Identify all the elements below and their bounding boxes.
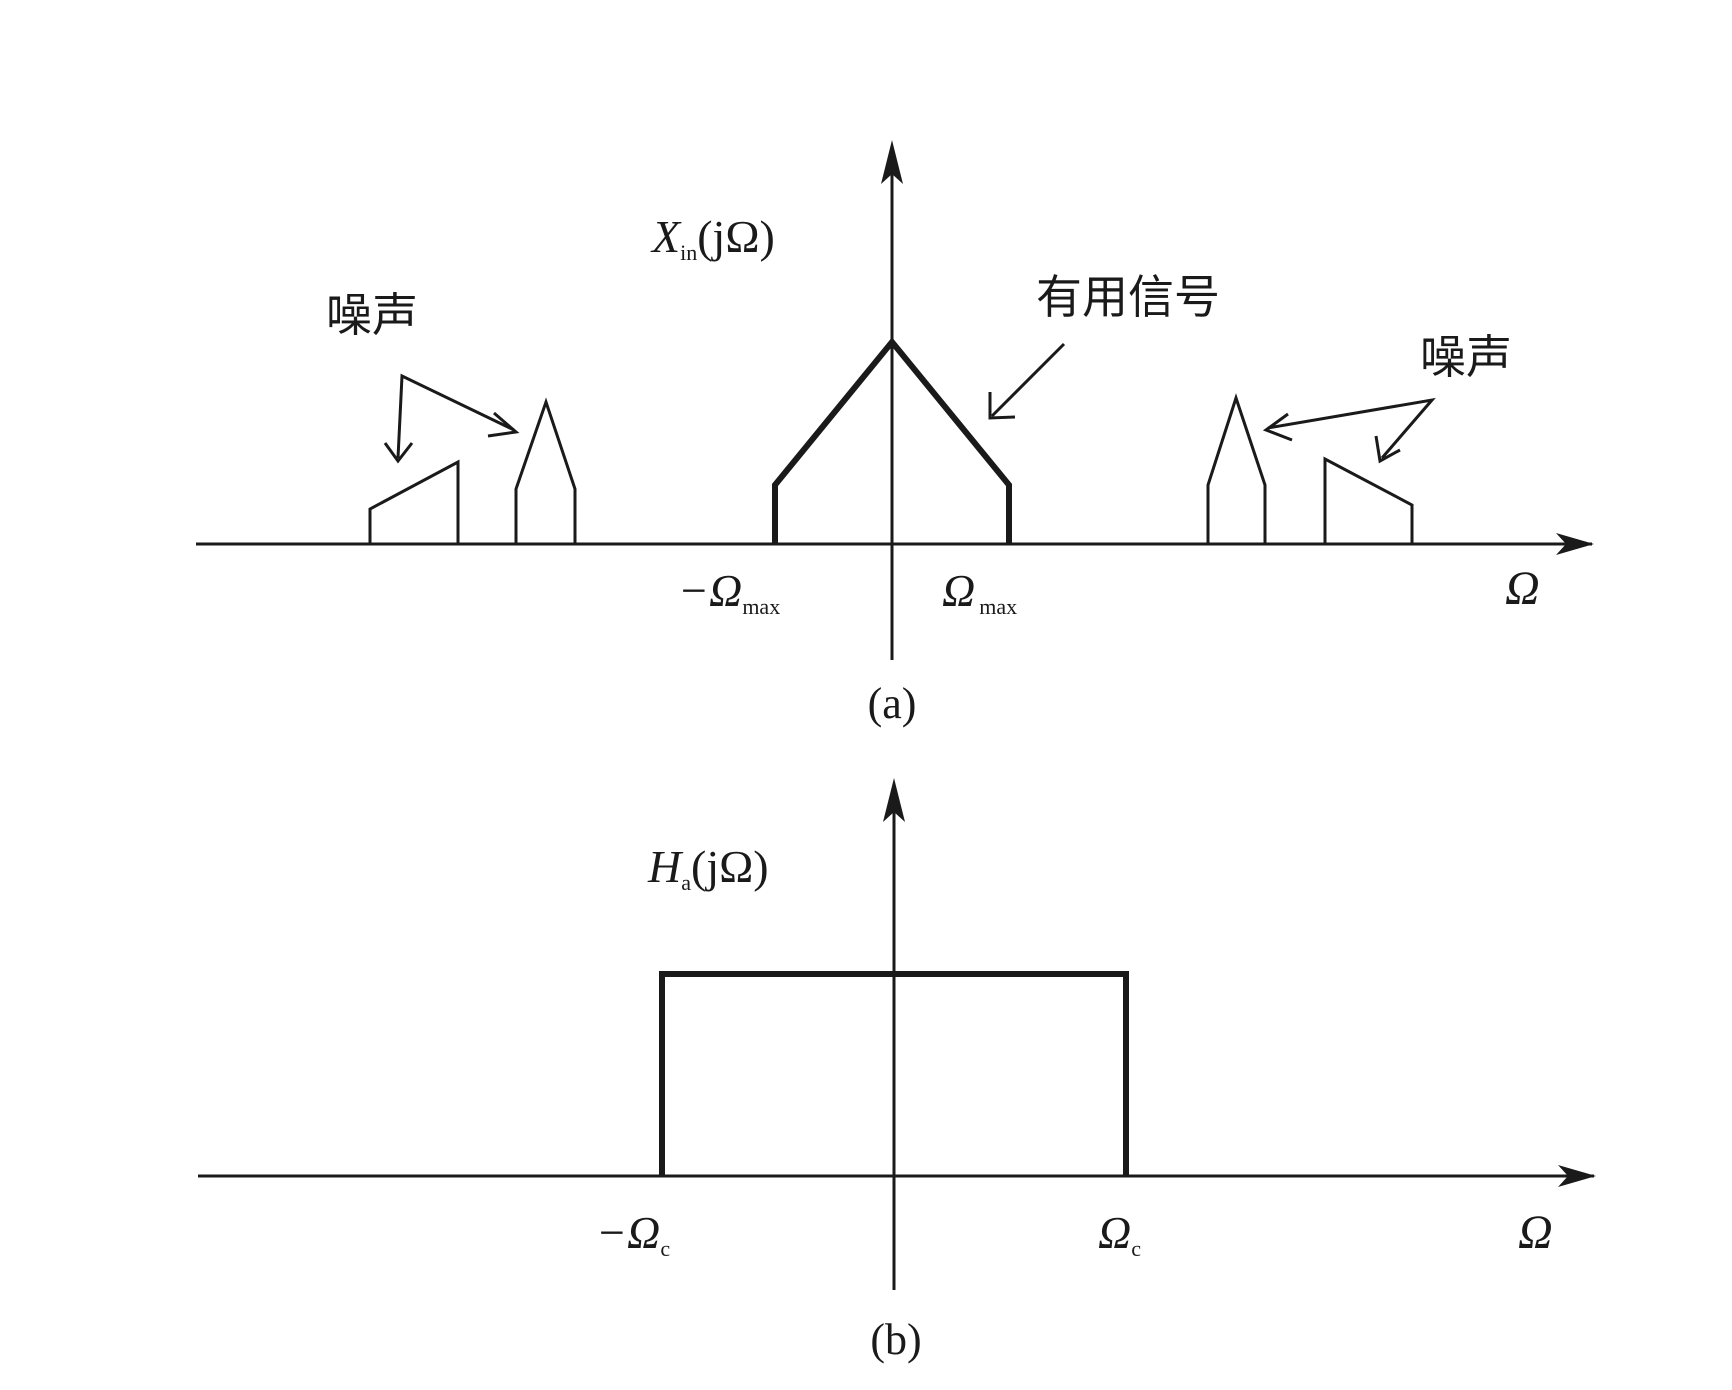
noise-right-trapezoid bbox=[1323, 456, 1414, 544]
noise-right-pointer-arrows bbox=[1267, 397, 1436, 459]
panel-a-axes bbox=[196, 140, 1594, 660]
useful-signal-spectrum bbox=[772, 337, 1012, 544]
signal-pointer-head bbox=[988, 392, 1016, 420]
panel-b-y-label: Ha(jΩ) bbox=[647, 841, 769, 895]
panel-a-caption: (a) bbox=[868, 679, 917, 728]
panel-b-axes bbox=[198, 778, 1596, 1290]
noise-left-pointer-head-down bbox=[383, 442, 414, 464]
noise-right-spike bbox=[1206, 393, 1267, 544]
noise-left-spike bbox=[514, 397, 577, 544]
noise-left-pointer-arrows bbox=[396, 373, 515, 459]
useful-signal-label: 有用信号 bbox=[1036, 270, 1220, 324]
panel-b: Ha(jΩ) −Ωc Ωc Ω (b) bbox=[198, 778, 1596, 1364]
noise-left-trapezoid bbox=[368, 459, 460, 544]
panel-a-x-arrowhead bbox=[1556, 533, 1594, 555]
noise-right-pointer-head-down bbox=[1374, 435, 1401, 464]
signal-pointer-arrow bbox=[990, 342, 1066, 418]
noise-label-right: 噪声 bbox=[1420, 330, 1512, 384]
panel-b-caption: (b) bbox=[870, 1315, 921, 1364]
tick-neg-omega-max: −Ωmax bbox=[678, 565, 780, 619]
panel-a-y-arrowhead bbox=[881, 140, 903, 184]
panel-b-x-label: Ω bbox=[1518, 1206, 1553, 1259]
tick-neg-omega-c: −Ωc bbox=[596, 1207, 670, 1261]
noise-label-left: 噪声 bbox=[326, 288, 418, 342]
panel-b-x-arrowhead bbox=[1558, 1165, 1596, 1187]
noise-left-pointer-head-right bbox=[487, 411, 520, 438]
panel-a-x-label: Ω bbox=[1505, 562, 1540, 615]
tick-pos-omega-c: Ωc bbox=[1098, 1207, 1141, 1261]
lowpass-filter-response bbox=[659, 971, 1129, 1176]
panel-a-y-label: Xin(jΩ) bbox=[650, 211, 775, 265]
noise-right-pointer-head-left bbox=[1262, 412, 1293, 442]
panel-b-y-arrowhead bbox=[883, 778, 905, 822]
